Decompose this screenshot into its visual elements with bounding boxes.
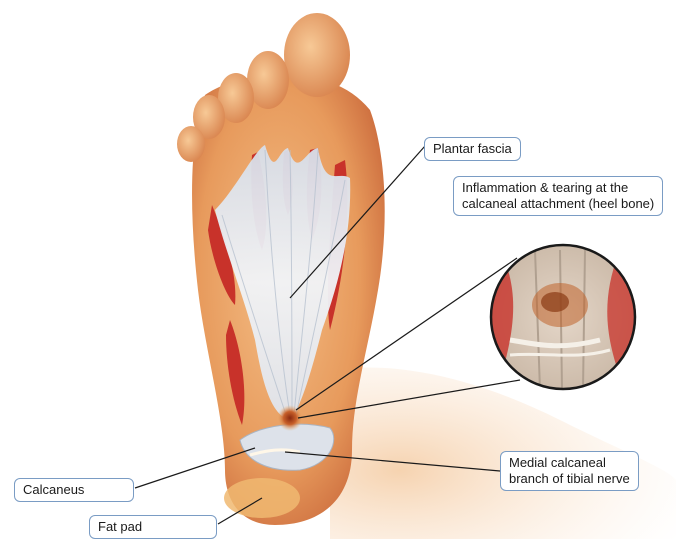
plantar-fascia-label: Plantar fascia [424,137,521,161]
inflammation-label: Inflammation & tearing at the calcaneal … [453,176,663,216]
fat-pad-label: Fat pad [89,515,217,539]
inflammation-text-line2: calcaneal attachment (heel bone) [462,196,654,212]
little-toe [177,126,205,162]
plantar-fascia-text: Plantar fascia [433,141,512,157]
nerve-text-line1: Medial calcaneal [509,455,630,471]
inflammation-text-line1: Inflammation & tearing at the [462,180,654,196]
fat-pad-text: Fat pad [98,519,208,535]
big-toe [284,13,350,97]
nerve-label: Medial calcaneal branch of tibial nerve [500,451,639,491]
nerve-text-line2: branch of tibial nerve [509,471,630,487]
calcaneus-text: Calcaneus [23,482,125,498]
calcaneus-label: Calcaneus [14,478,134,502]
